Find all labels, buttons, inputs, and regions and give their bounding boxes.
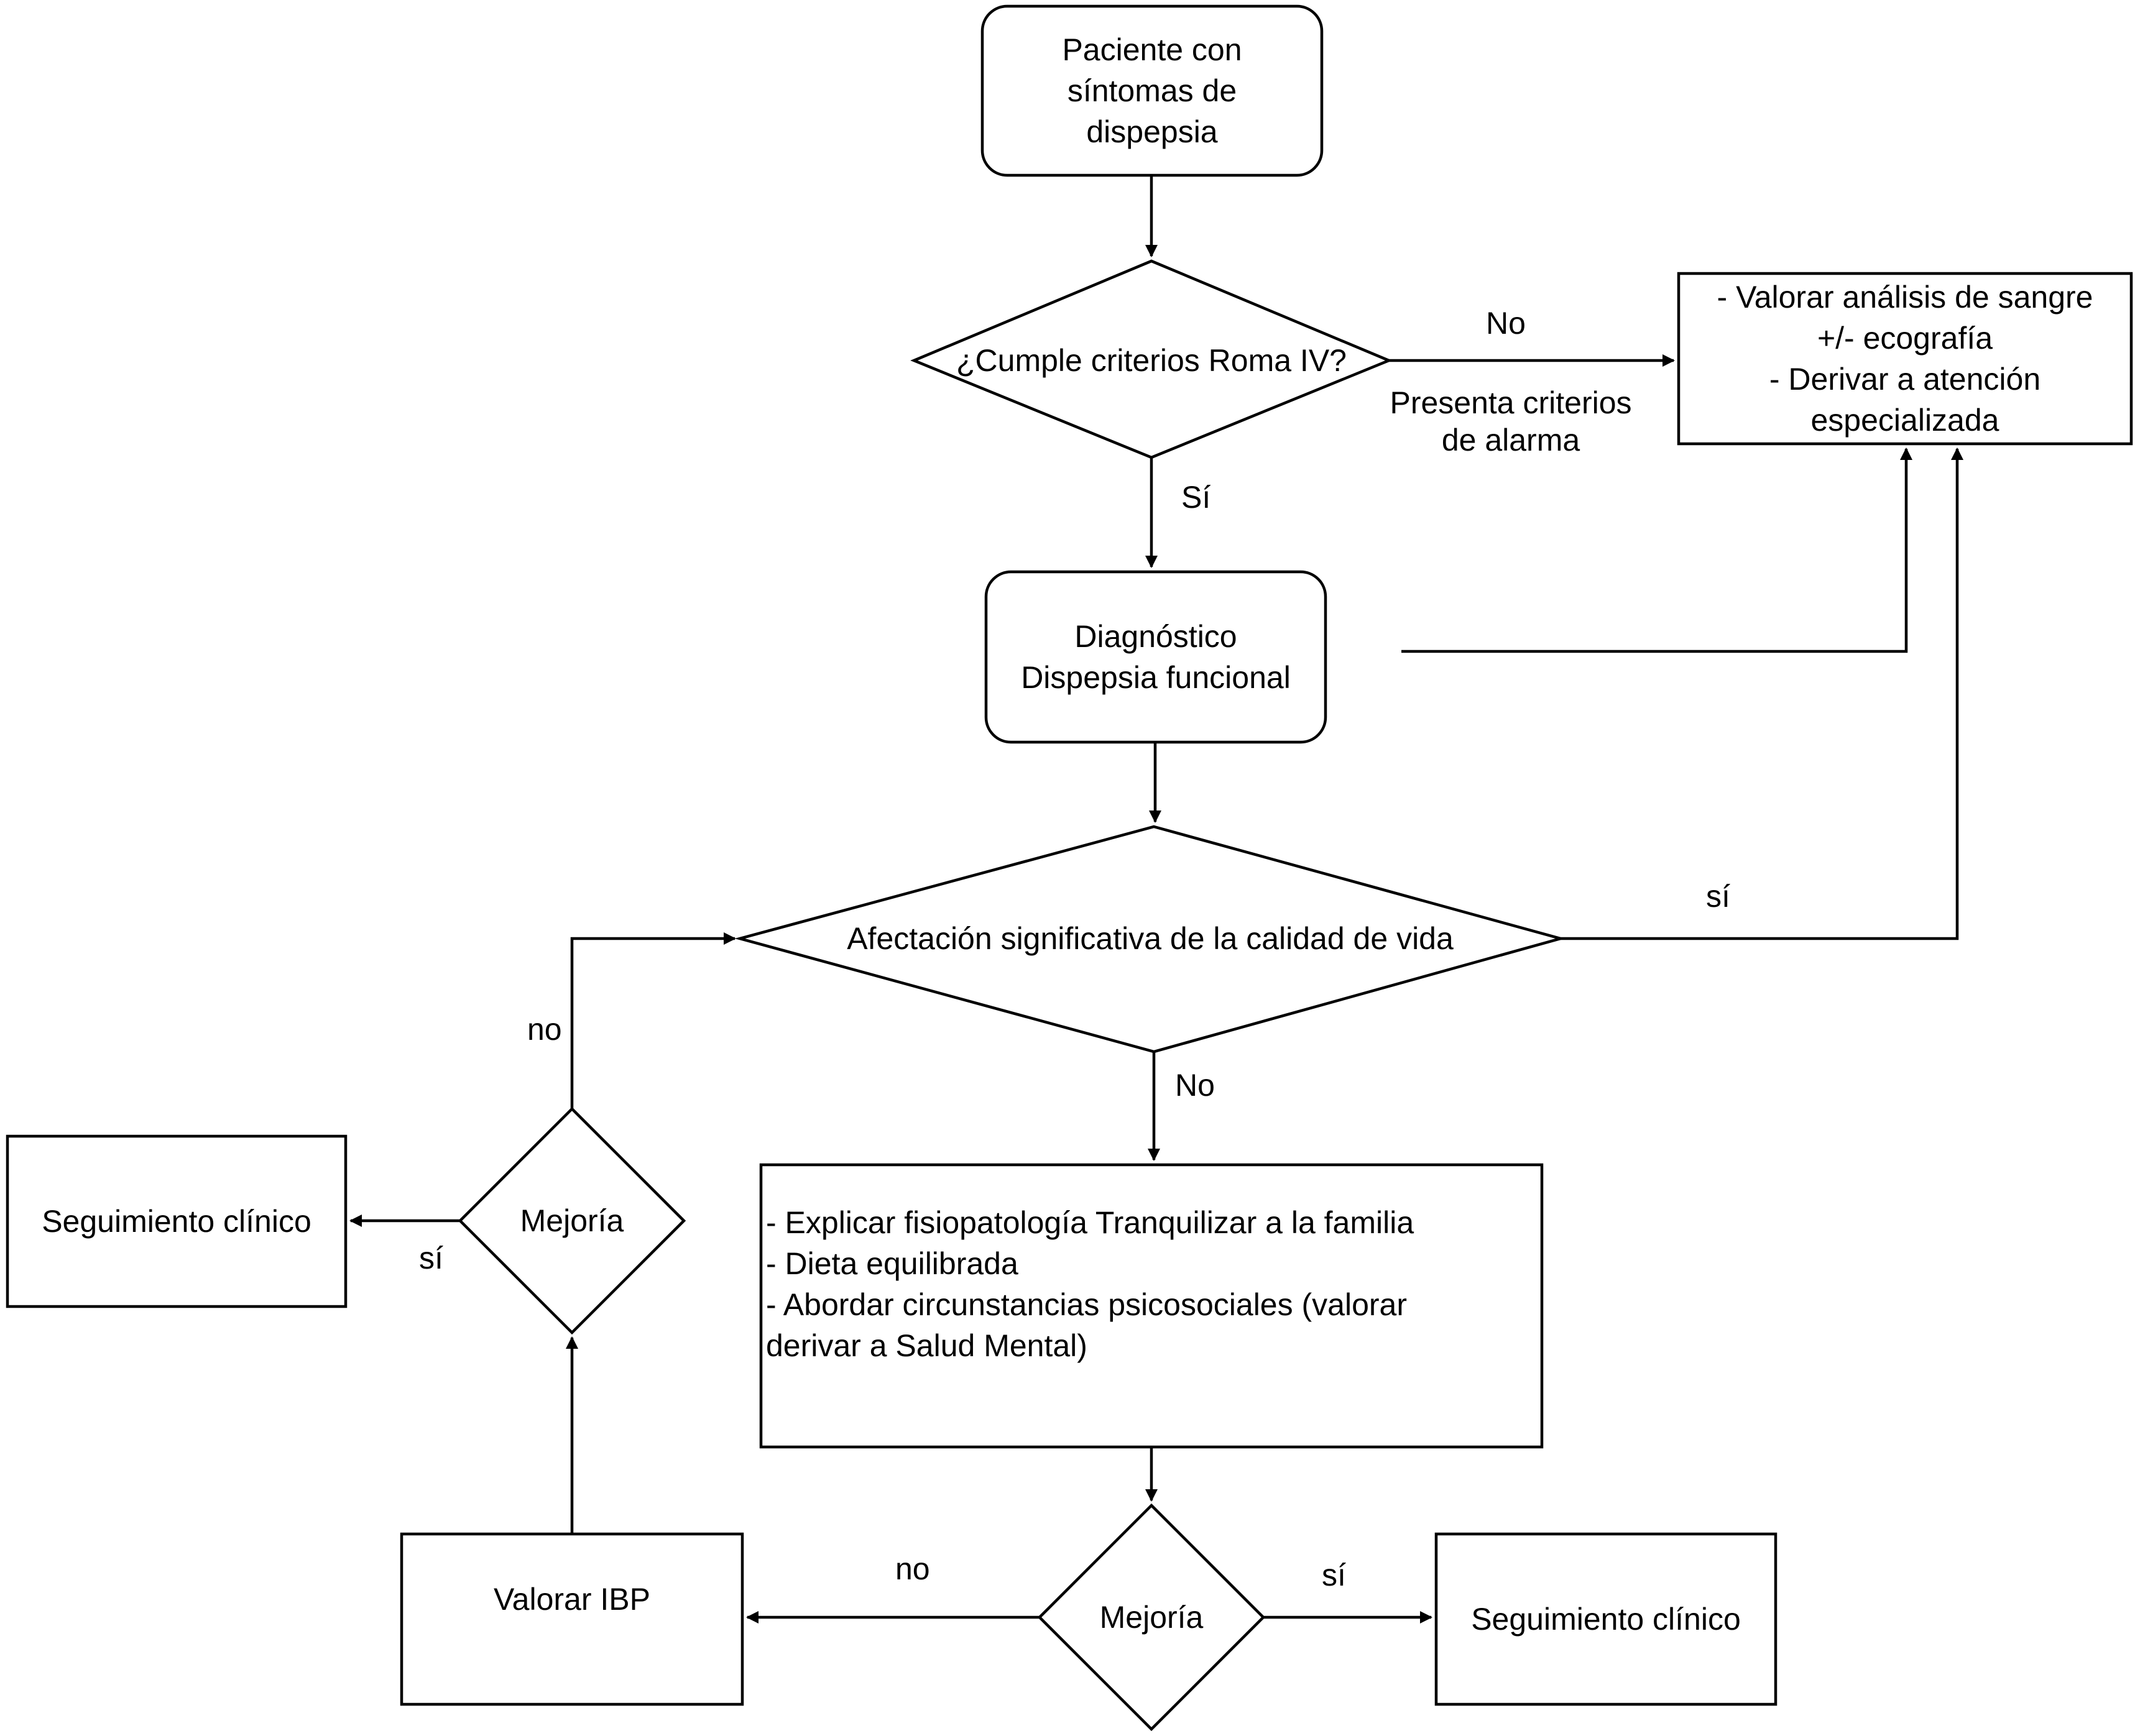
edge-left-mejoria-no-to-quality xyxy=(570,932,737,1109)
bottom-no-label: no xyxy=(895,1551,930,1586)
bottom-mejoria-text: Mejoría xyxy=(1099,1600,1204,1635)
left-followup-text: Seguimiento clínico xyxy=(42,1204,311,1239)
ppi-node: Valorar IBP xyxy=(402,1514,742,1684)
ppi-box-shape xyxy=(400,1532,744,1706)
management-line: - Dieta equilibrada xyxy=(766,1246,1018,1281)
bottom-followup-text: Seguimiento clínico xyxy=(1471,1602,1741,1637)
ppi-text: Valorar IBP xyxy=(494,1582,650,1617)
quality-decision-node: Afectación significativa de la calidad d… xyxy=(740,914,1561,963)
referral-line: +/- ecografía xyxy=(1817,321,1993,356)
start-line: dispepsia xyxy=(1086,114,1218,149)
quality-no-label: No xyxy=(1175,1068,1215,1103)
bottom-followup-box-shape xyxy=(1434,1532,1778,1706)
left-mejoria-text: Mejoría xyxy=(520,1203,624,1238)
management-node: - Explicar fisiopatología Tranquilizar a… xyxy=(766,1202,1537,1438)
bottom-mejoria-node: Mejoría xyxy=(1040,1592,1263,1642)
management-line: derivar a Salud Mental) xyxy=(766,1328,1087,1363)
roma-alarm-line: Presenta criterios xyxy=(1390,385,1632,420)
left-followup-node: Seguimiento clínico xyxy=(7,1136,346,1307)
referral-node: - Valorar análisis de sangre +/- ecograf… xyxy=(1679,273,2131,444)
roma-alarm-line: de alarma xyxy=(1441,423,1580,457)
roma-no-label: No xyxy=(1486,306,1526,341)
referral-line: - Derivar a atención xyxy=(1769,362,2041,397)
management-line: - Abordar circunstancias psicosociales (… xyxy=(766,1287,1407,1322)
management-box-shape xyxy=(759,1163,1544,1449)
left-no-label: no xyxy=(527,1012,562,1047)
left-mejoria-diamond-shape xyxy=(458,1106,686,1335)
start-line: síntomas de xyxy=(1067,73,1237,108)
edge-quality-yes-to-referral xyxy=(1561,447,1964,940)
bottom-mejoria-diamond-shape xyxy=(1037,1503,1266,1732)
referral-line: especializada xyxy=(1810,403,1999,438)
diagnosis-line: Dispepsia funcional xyxy=(1021,660,1291,695)
roma-alarm-label: Presenta criterios de alarma xyxy=(1374,384,1648,459)
bottom-yes-label: sí xyxy=(1322,1558,1346,1592)
left-mejoria-node: Mejoría xyxy=(460,1196,684,1246)
roma-decision-text: ¿Cumple criterios Roma IV? xyxy=(956,343,1347,378)
diagnosis-line: Diagnóstico xyxy=(1074,619,1237,654)
edge-diagnosis-to-referral xyxy=(1401,447,1913,653)
roma-decision-node: ¿Cumple criterios Roma IV? xyxy=(914,336,1389,385)
quality-decision-text: Afectación significativa de la calidad d… xyxy=(847,921,1454,956)
management-line: - Explicar fisiopatología Tranquilizar a… xyxy=(766,1205,1414,1240)
start-line: Paciente con xyxy=(1062,32,1242,67)
left-yes-label: sí xyxy=(419,1241,443,1275)
diagnosis-node: Diagnóstico Dispepsia funcional xyxy=(986,572,1326,742)
roma-yes-label: Sí xyxy=(1181,480,1211,515)
referral-box-shape xyxy=(1677,272,2133,446)
left-followup-box-shape xyxy=(6,1134,348,1308)
referral-line: - Valorar análisis de sangre xyxy=(1717,280,2093,315)
bottom-followup-node: Seguimiento clínico xyxy=(1436,1534,1776,1704)
quality-yes-label: sí xyxy=(1706,879,1730,914)
start-node: Paciente con síntomas de dispepsia xyxy=(982,6,1322,175)
